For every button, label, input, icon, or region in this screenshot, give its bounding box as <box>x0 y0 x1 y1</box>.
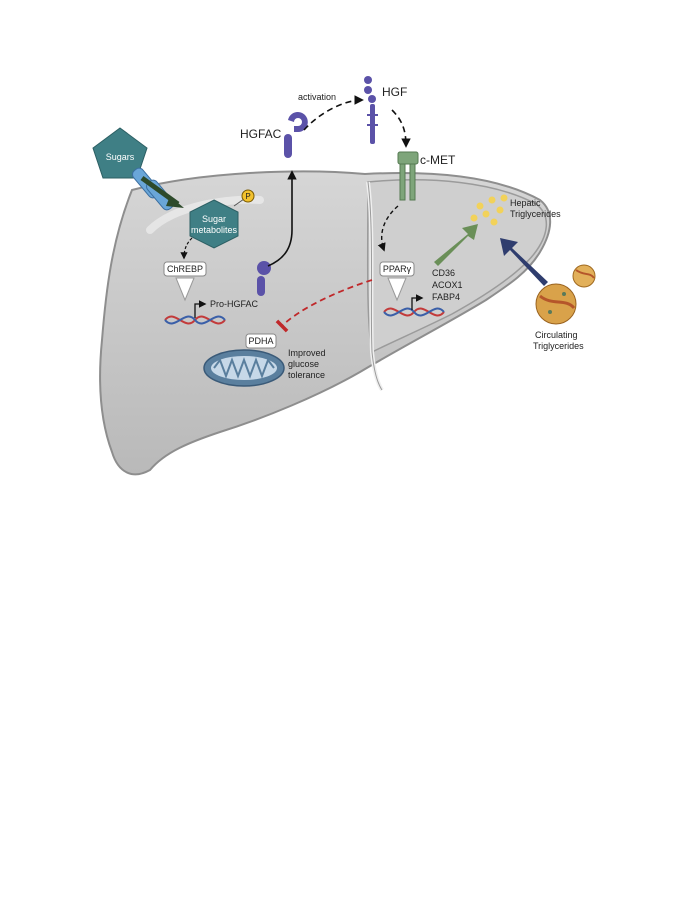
sugar-transporter-icon <box>132 167 184 211</box>
sugar-metabolites-label-2: metabolites <box>191 225 238 235</box>
cmet-receptor-icon <box>397 151 419 201</box>
circulating-label-1: Circulating <box>535 330 578 340</box>
improved-label-3: tolerance <box>288 370 325 380</box>
sugars-pentagon-icon <box>92 127 148 179</box>
hgf-label: HGF <box>382 85 407 99</box>
hepatic-label-2: Triglycerides <box>510 209 561 219</box>
mitochondrion-icon <box>203 349 285 387</box>
activation-label: activation <box>298 92 336 102</box>
uptake-green-arrow <box>434 224 478 266</box>
metabolites-to-chrebp-arrow <box>180 237 193 260</box>
falciform-ligament-edge <box>367 181 383 391</box>
secretion-arrow <box>267 170 297 267</box>
circulating-uptake-navy-arrow <box>500 238 548 286</box>
sugars-node: Sugars <box>92 127 148 179</box>
phosphate-label: P <box>245 192 250 201</box>
ppar-label: PPARγ <box>383 264 412 274</box>
cd36-label: CD36 <box>432 268 455 278</box>
hgfac-protein-icon <box>288 112 308 132</box>
hgf-node: HGF <box>364 76 407 144</box>
pdha-node: PDHA <box>245 333 277 349</box>
hepatic-triglycerides-icon <box>470 194 508 226</box>
chrebp-label: ChREBP <box>167 264 203 274</box>
hgfac-node: HGFAC <box>240 112 308 158</box>
chrebp-node: ChREBP <box>163 261 207 302</box>
sugar-metabolites-hexagon-icon <box>189 199 239 249</box>
pro-hgfac-protein-icon <box>257 261 271 296</box>
inhibition-line <box>275 279 373 333</box>
ppar-binding-icon <box>387 277 407 302</box>
fabp4-label: FABP4 <box>432 292 460 302</box>
circulating-droplets-icon <box>535 264 596 325</box>
improved-label-2: glucose <box>288 359 319 369</box>
acox1-label: ACOX1 <box>432 280 463 290</box>
pdha-label: PDHA <box>248 336 273 346</box>
circulating-label-2: Triglycerides <box>533 341 584 351</box>
cmet-label: c-MET <box>420 153 456 167</box>
dna-right-icon <box>383 294 445 317</box>
phosphate-icon <box>241 189 255 203</box>
dna-left-icon <box>164 300 226 325</box>
sugars-label: Sugars <box>106 152 135 162</box>
sugar-metabolites-label-1: Sugar <box>202 214 226 224</box>
improved-label-1: Improved <box>288 348 326 358</box>
cmet-to-ppar-arrow <box>377 205 399 252</box>
hgf-protein-icon <box>364 76 378 144</box>
hgf-to-cmet-arrow <box>391 109 411 148</box>
ppar-node: PPARγ <box>379 261 415 302</box>
hgfac-label: HGFAC <box>240 127 282 141</box>
chrebp-binding-icon <box>175 277 195 302</box>
activation-arrow <box>303 95 364 131</box>
sugar-metabolites-node: Sugar metabolites P <box>189 189 255 249</box>
pro-hgfac-label: Pro-HGFAC <box>210 299 259 309</box>
hepatic-label-1: Hepatic <box>510 198 541 208</box>
